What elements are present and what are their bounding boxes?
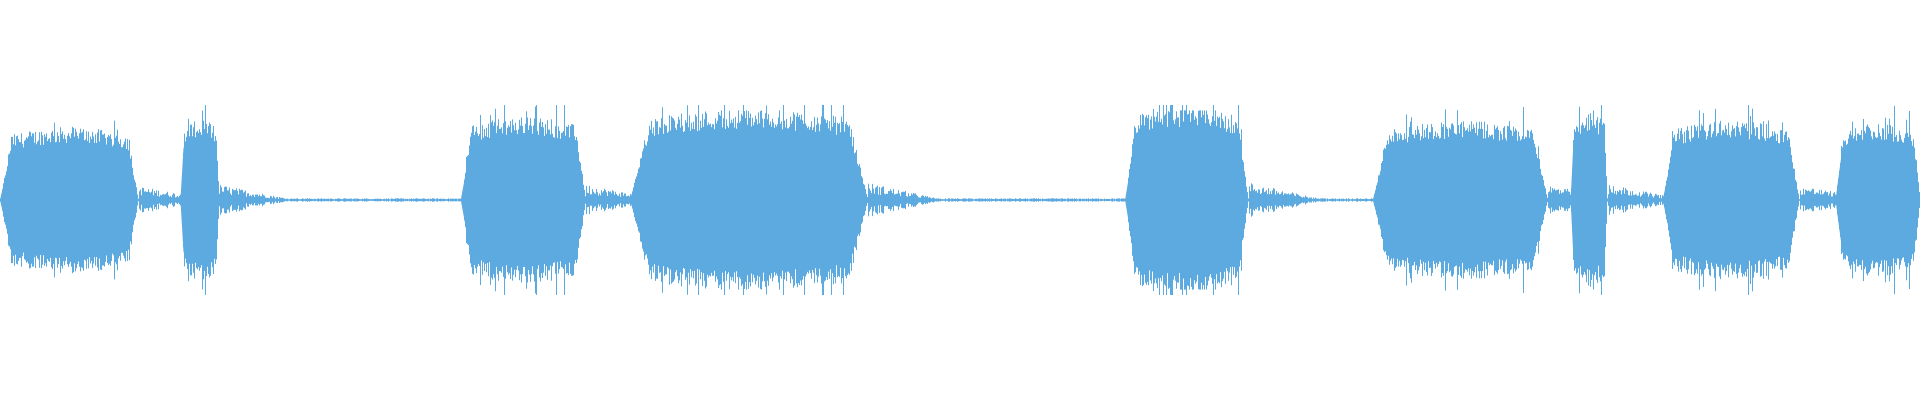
waveform-segment-4 bbox=[629, 131, 868, 269]
waveform-segment-6 bbox=[1372, 140, 1548, 260]
waveform-segment-1 bbox=[0, 145, 139, 255]
waveform-segment-9 bbox=[1835, 142, 1920, 258]
waveform-segment-8 bbox=[1662, 140, 1799, 260]
waveform-segment-3 bbox=[460, 137, 586, 263]
waveform-segment-7 bbox=[1570, 133, 1607, 267]
waveform-samples bbox=[0, 105, 1920, 295]
waveform-path bbox=[0, 105, 1920, 295]
waveform-segment-5 bbox=[1125, 129, 1248, 271]
waveform-segment-2 bbox=[180, 139, 219, 261]
